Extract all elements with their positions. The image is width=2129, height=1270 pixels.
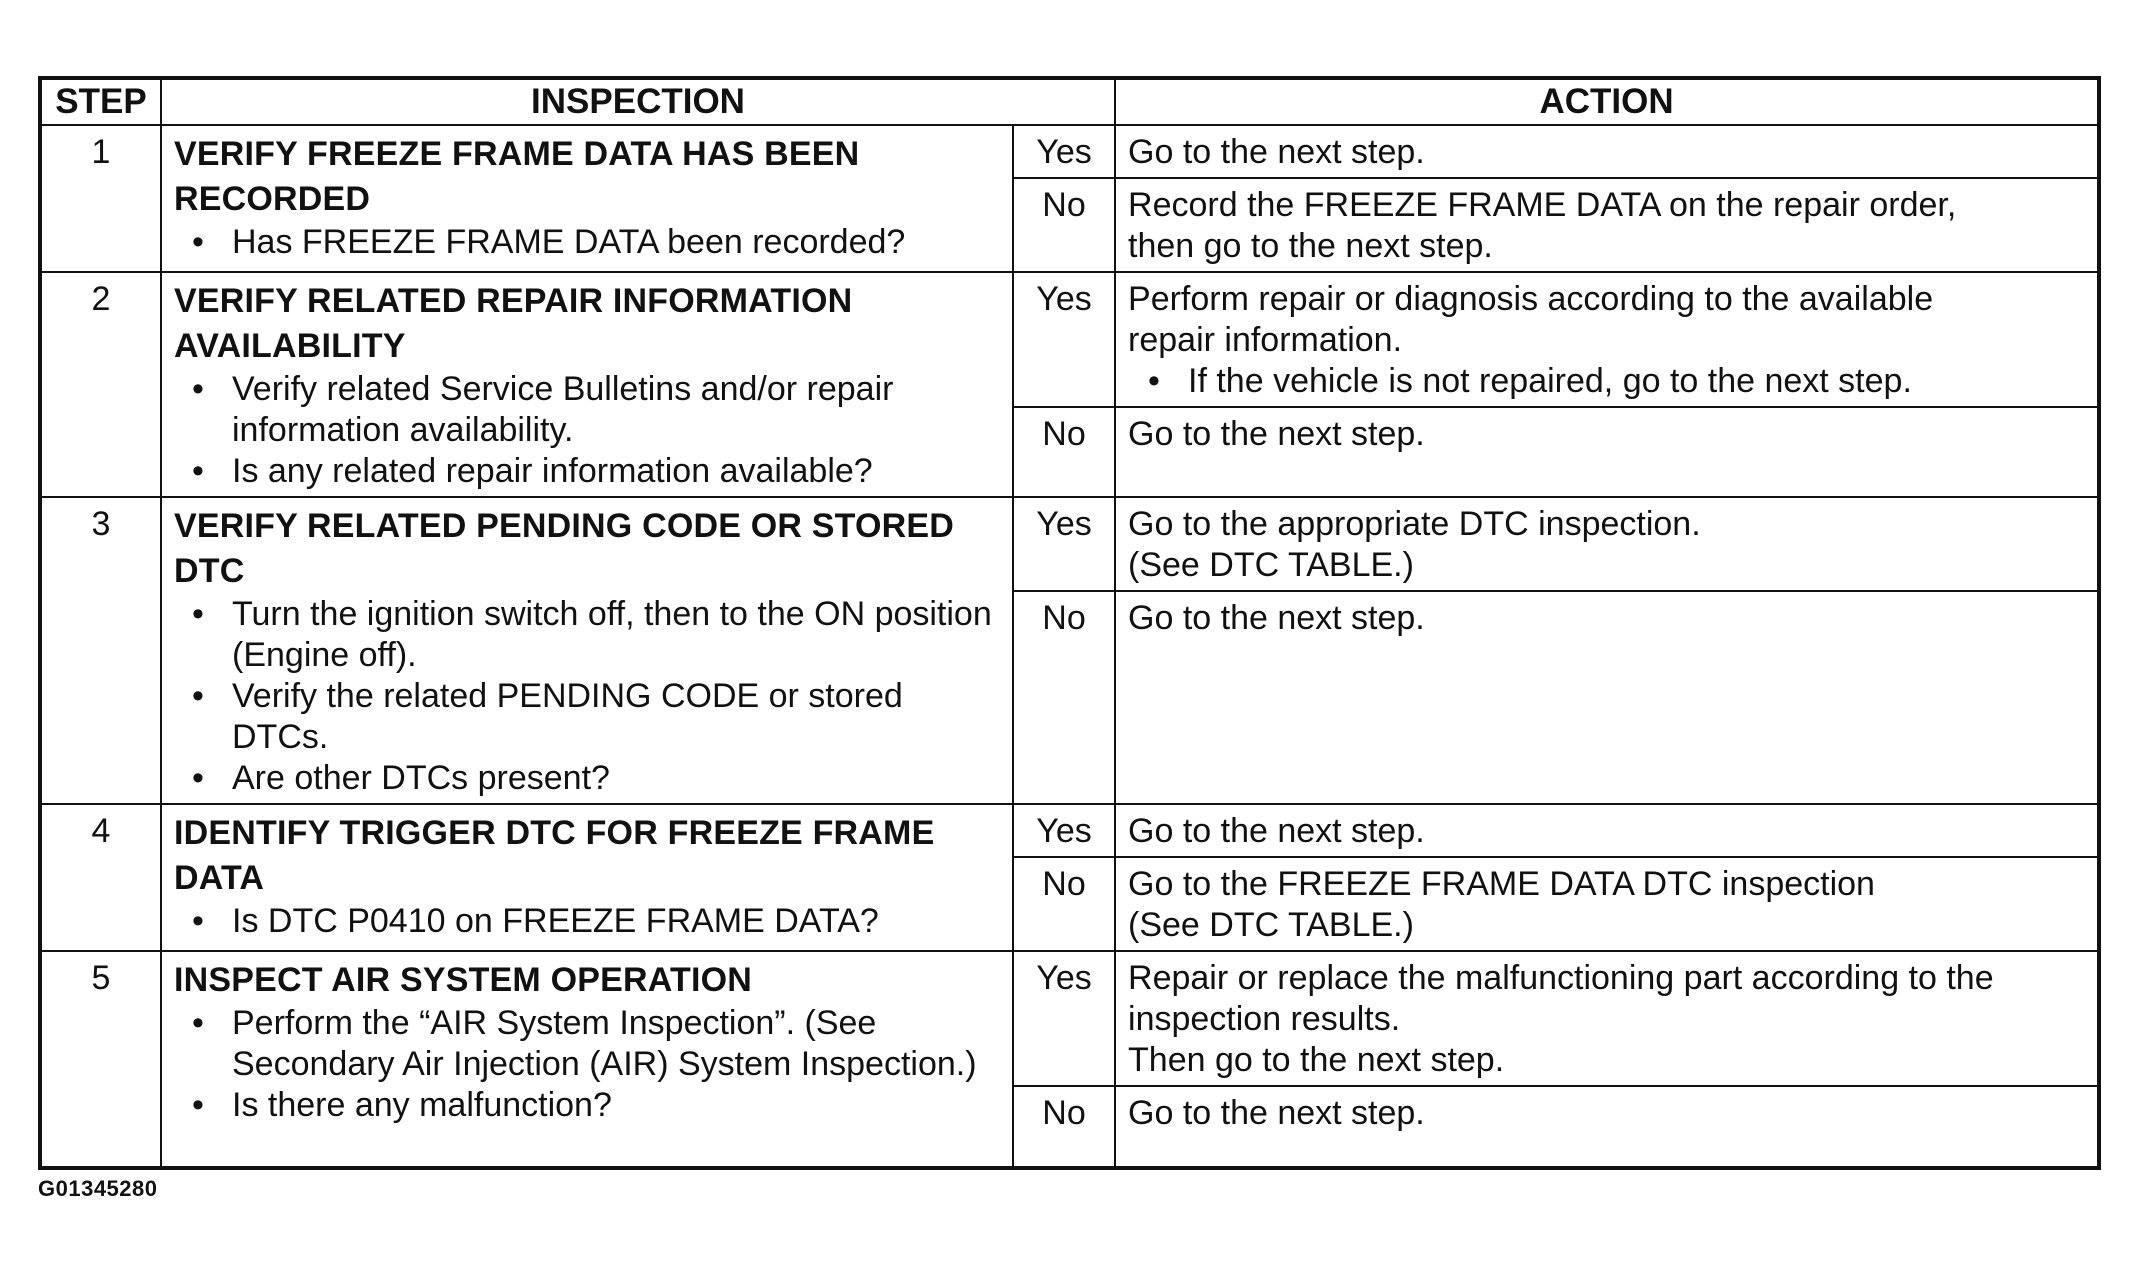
yes-label: Yes	[1011, 271, 1117, 408]
action-line: Then go to the next step.	[1128, 1041, 1505, 1079]
action-line: Go to the next step.	[1128, 599, 1425, 638]
action-yes: Repair or replace the malfunctioning par…	[1114, 950, 2101, 1087]
step-number: 3	[39, 496, 162, 805]
step-number: 2	[39, 271, 162, 498]
action-no: Go to the next step.	[1114, 1085, 2101, 1169]
table-row: No Go to the next step.	[40, 590, 2101, 805]
inspection-bullet: Are other DTCs present?	[192, 758, 1002, 799]
action-line: Go to the next step.	[1128, 415, 1425, 453]
action-yes: Go to the next step.	[1114, 803, 2101, 858]
table-row: 5 INSPECT AIR SYSTEM OPERATION Perform the…	[39, 950, 2101, 1169]
inspection-bullets: Has FREEZE FRAME DATA been recorded?	[174, 222, 1002, 263]
yes-label: Yes	[1011, 803, 1117, 858]
action-line: (See DTC TABLE.)	[1128, 546, 1414, 584]
no-label: No	[1011, 177, 1117, 273]
action-line: Go to the next step.	[1128, 1094, 1425, 1132]
inspection-bullet: Is there any malfunction?	[192, 1085, 1002, 1126]
step-number: 4	[39, 803, 162, 952]
inspection-cell: INSPECT AIR SYSTEM OPERATION Perform the …	[160, 950, 1014, 1169]
action-bullet: If the vehicle is not repaired, go to th…	[1128, 361, 2087, 402]
inspection-title: VERIFY FREEZE FRAME DATA HAS BEEN RECORD…	[174, 135, 860, 218]
inspection-bullets: Perform the “AIR System Inspection”. (Se…	[174, 1003, 1002, 1126]
action-line: Perform repair or diagnosis according to…	[1128, 280, 1934, 318]
header-row: STEP INSPECTION ACTION	[39, 77, 2101, 126]
inspection-bullet: Perform the “AIR System Inspection”. (Se…	[192, 1003, 1002, 1085]
action-line: Go to the next step.	[1128, 133, 1425, 171]
action-no: Go to the next step.	[1114, 406, 2101, 498]
action-no: Record the FREEZE FRAME DATA on the repa…	[1114, 177, 2101, 273]
inspection-title: VERIFY RELATED REPAIR INFORMATION AVAILA…	[174, 282, 853, 365]
action-yes: Go to the next step.	[1114, 124, 2101, 179]
step-number: 1	[39, 124, 162, 273]
action-yes: Perform repair or diagnosis according to…	[1114, 271, 2101, 408]
action-line: repair information.	[1128, 321, 1403, 359]
action-line: inspection results.	[1128, 1000, 1401, 1038]
inspection-bullets: Turn the ignition switch off, then to th…	[174, 594, 1002, 799]
inspection-bullet: Verify related Service Bulletins and/or …	[192, 369, 1002, 451]
figure-id: G01345280	[38, 1176, 158, 1201]
inspection-cell: VERIFY RELATED PENDING CODE OR STORED DT…	[160, 496, 1014, 805]
action-line: Go to the next step.	[1128, 812, 1425, 850]
inspection-title: VERIFY RELATED PENDING CODE OR STORED DT…	[174, 507, 955, 590]
table-row: No Go to the next step.	[40, 1085, 2101, 1169]
inspection-cell: IDENTIFY TRIGGER DTC FOR FREEZE FRAME DA…	[160, 803, 1014, 952]
action-line: Go to the FREEZE FRAME DATA DTC inspecti…	[1128, 865, 1875, 903]
header-step: STEP	[39, 77, 162, 126]
inspection-bullet: Is any related repair information availa…	[192, 451, 1002, 492]
action-line: (See DTC TABLE.)	[1128, 906, 1414, 944]
action-line: Record the FREEZE FRAME DATA on the repa…	[1128, 186, 1957, 224]
no-label: No	[1011, 406, 1117, 498]
header-inspection: INSPECTION	[159, 77, 1117, 126]
yes-label: Yes	[1011, 124, 1117, 179]
inspection-bullet: Is DTC P0410 on FREEZE FRAME DATA?	[192, 901, 1002, 942]
inspection-bullet: Turn the ignition switch off, then to th…	[192, 594, 1002, 676]
inspection-title: INSPECT AIR SYSTEM OPERATION	[174, 961, 752, 999]
action-line: then go to the next step.	[1128, 227, 1493, 265]
inspection-bullet: Has FREEZE FRAME DATA been recorded?	[192, 222, 1002, 263]
inspection-bullets: Verify related Service Bulletins and/or …	[174, 369, 1002, 492]
header-action: ACTION	[1114, 77, 2101, 126]
inspection-bullets: Is DTC P0410 on FREEZE FRAME DATA?	[174, 901, 1002, 942]
step-number: 5	[39, 950, 162, 1169]
inspection-title: IDENTIFY TRIGGER DTC FOR FREEZE FRAME DA…	[174, 814, 935, 897]
table-row: No Go to the FREEZE FRAME DATA DTC inspec…	[40, 856, 2101, 952]
inspection-cell: VERIFY RELATED REPAIR INFORMATION AVAILA…	[160, 271, 1014, 498]
inspection-bullet: Verify the related PENDING CODE or store…	[192, 676, 1002, 758]
table-row: No Record the FREEZE FRAME DATA on the re…	[40, 177, 2101, 273]
no-label: No	[1011, 590, 1117, 805]
inspection-cell: VERIFY FREEZE FRAME DATA HAS BEEN RECORD…	[160, 124, 1014, 273]
table-row: No Go to the next step.	[40, 406, 2101, 498]
no-label: No	[1011, 1085, 1117, 1169]
action-yes: Go to the appropriate DTC inspection.(Se…	[1114, 495, 2101, 593]
yes-label: Yes	[1011, 950, 1117, 1087]
no-label: No	[1011, 856, 1117, 952]
action-line: Repair or replace the malfunctioning par…	[1128, 959, 1994, 997]
yes-label: Yes	[1011, 495, 1117, 593]
action-line: Go to the appropriate DTC inspection.	[1128, 505, 1701, 543]
action-no: Go to the FREEZE FRAME DATA DTC inspecti…	[1114, 856, 2101, 952]
action-no: Go to the next step.	[1114, 590, 2101, 805]
